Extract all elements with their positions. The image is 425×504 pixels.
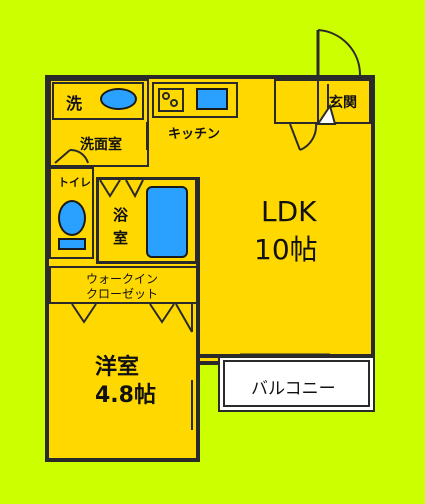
balcony-label: バルコニー (251, 379, 336, 399)
closet-label-line1: ウォークイン (86, 272, 159, 286)
kitchen-sink-icon (196, 88, 228, 110)
bath-label-1: 浴 (113, 206, 129, 224)
toilet-bowl-icon (58, 200, 86, 236)
bath-label-2: 室 (113, 229, 129, 247)
toilet-label: トイレ (58, 176, 91, 189)
closet-label-line2: クローゼット (86, 287, 159, 301)
entrance-label: 玄関 (329, 95, 357, 111)
sink-icon (100, 88, 137, 110)
toilet-tank-icon (58, 238, 86, 250)
ldk-label: LDK (261, 195, 317, 228)
western-room-size-label: 4.8帖 (95, 383, 156, 408)
balcony (218, 355, 375, 412)
western-room-label: 洋室 (95, 355, 140, 380)
washroom-label: 洗面室 (80, 137, 122, 153)
bathtub-icon (146, 186, 188, 258)
kitchen-label: キッチン (168, 127, 221, 142)
wash-label: 洗 (66, 94, 83, 113)
walk-in-closet (49, 266, 198, 304)
western-room (45, 300, 200, 462)
ldk-size-label: 10帖 (254, 233, 318, 266)
